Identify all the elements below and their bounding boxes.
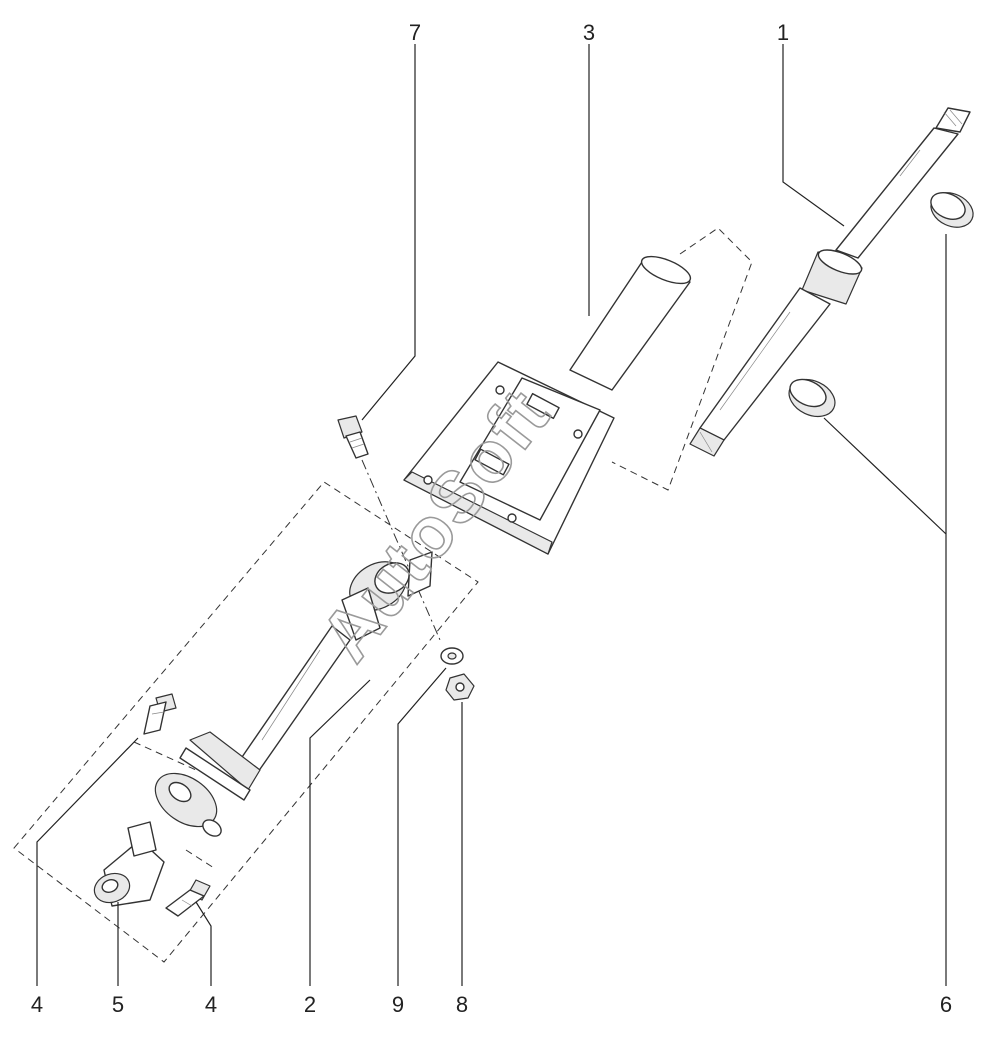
callout-1: 1 — [777, 20, 789, 45]
clamp-bolt — [337, 415, 369, 459]
pinch-bolt-axis-lower — [185, 849, 215, 869]
intermediate-shaft — [179, 551, 433, 801]
steering-shaft — [689, 107, 971, 457]
washer — [440, 647, 464, 665]
coupling-sleeve — [93, 821, 165, 907]
nut — [445, 673, 475, 701]
callout-8: 8 — [456, 992, 468, 1017]
bolt-axis-line — [361, 459, 441, 641]
callout-2: 2 — [304, 992, 316, 1017]
callout-4-right: 4 — [205, 992, 217, 1017]
intermediate-shaft-boundary — [13, 481, 479, 963]
callout-3: 3 — [583, 20, 595, 45]
bushing-upper — [930, 192, 974, 228]
pinch-bolt-lower — [165, 879, 211, 917]
universal-joint-yoke — [154, 772, 222, 837]
callout-9: 9 — [392, 992, 404, 1017]
leader-lines — [36, 44, 947, 986]
bushing-lower — [788, 378, 836, 418]
callout-4-left: 4 — [31, 992, 43, 1017]
column-tube-bracket — [403, 227, 753, 555]
callout-5: 5 — [112, 992, 124, 1017]
pinch-bolt-upper — [143, 693, 177, 735]
callout-7: 7 — [409, 20, 421, 45]
callout-6: 6 — [940, 992, 952, 1017]
